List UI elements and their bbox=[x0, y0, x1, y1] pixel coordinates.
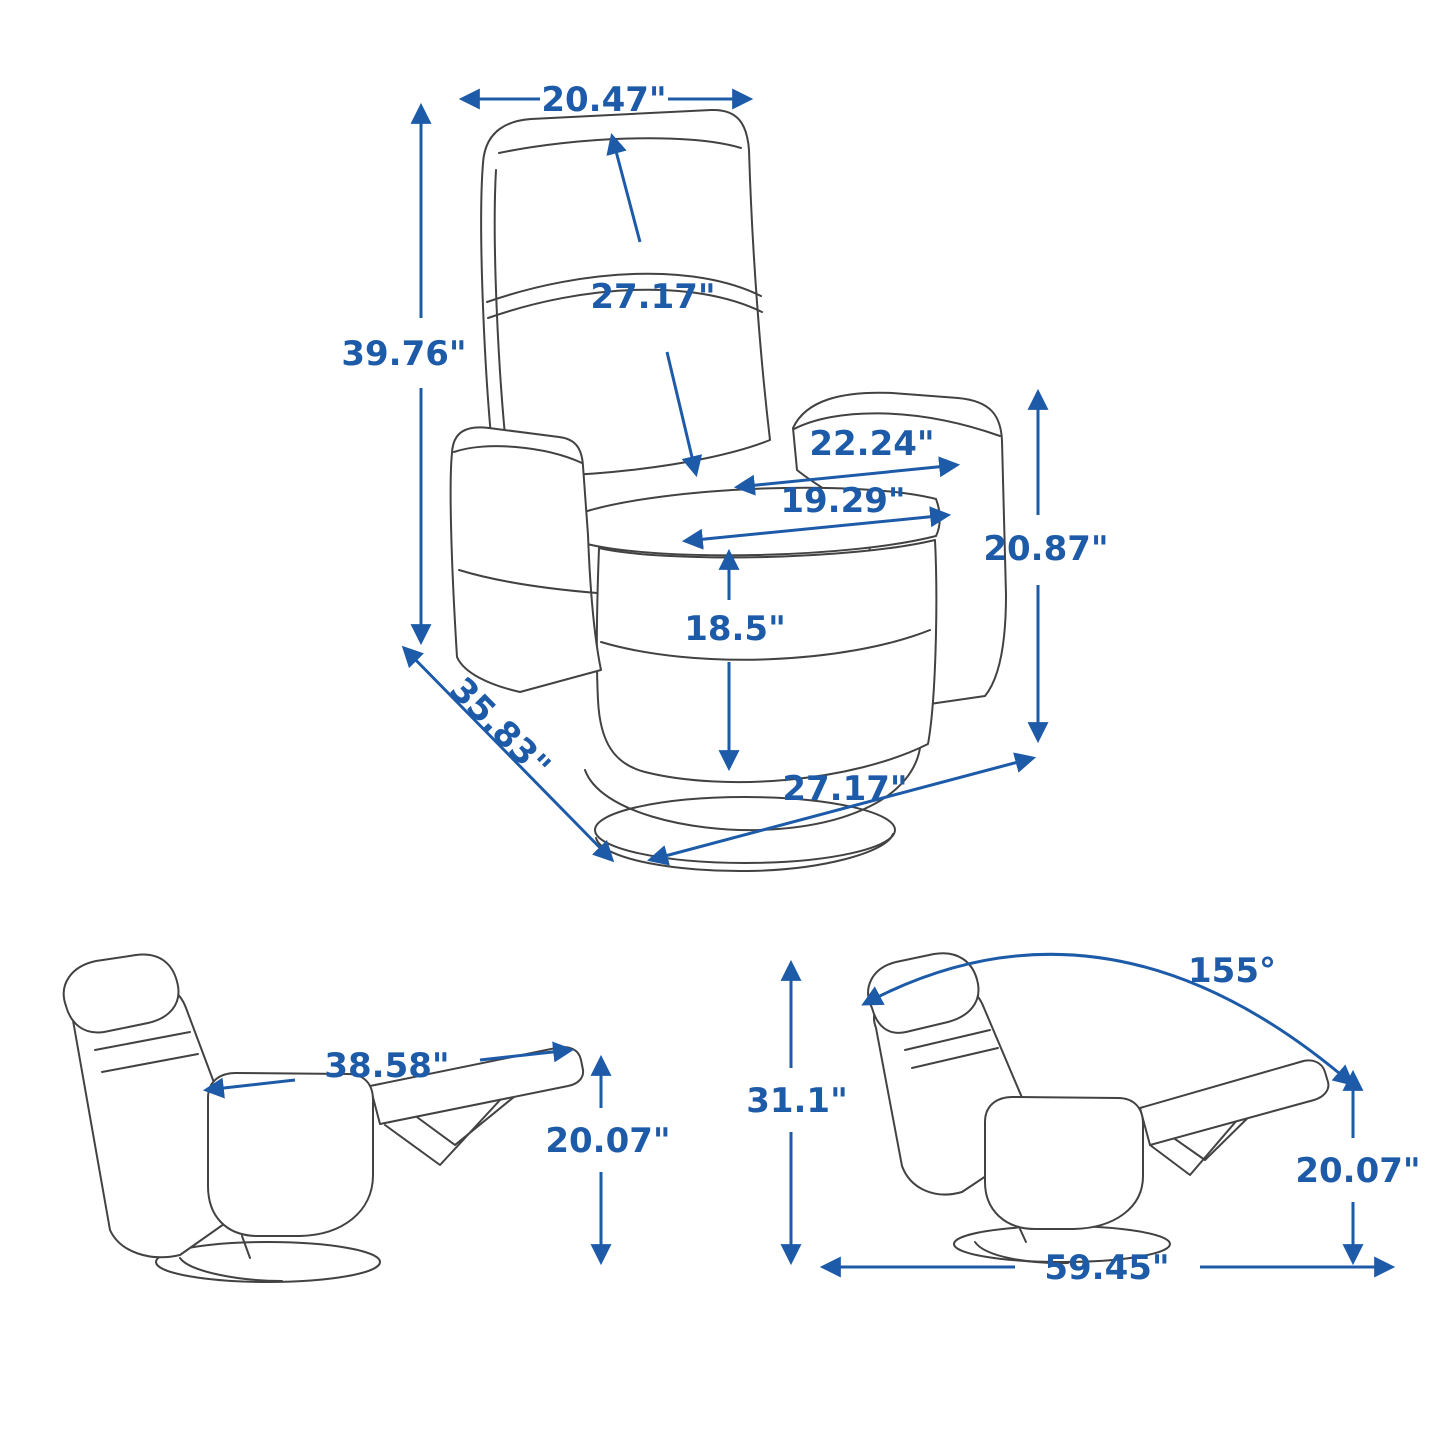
recline-armrest bbox=[984, 1096, 1144, 1230]
dim-arm-height: 20.87" bbox=[983, 529, 1108, 569]
right-arm-top-seam bbox=[793, 412, 1001, 437]
dim-footrest-height: 20.07" bbox=[1295, 1151, 1420, 1191]
front-panel-seam bbox=[600, 629, 931, 661]
swivel-base-thickness bbox=[595, 833, 894, 873]
dim-reclined-back-height: 31.1" bbox=[746, 1081, 848, 1121]
dim-reclined-length: 38.58" bbox=[324, 1046, 449, 1086]
side-linkage-2 bbox=[409, 1091, 521, 1146]
backrest-top-seam bbox=[498, 137, 742, 154]
dim-recline-angle: 155° bbox=[1188, 951, 1276, 991]
dim-backrest-length: 27.17" bbox=[590, 277, 715, 317]
side-backrest-seam-2 bbox=[101, 1053, 199, 1073]
headrest-seam-2 bbox=[487, 288, 763, 319]
front-panel bbox=[595, 539, 938, 784]
side-base-thickness bbox=[179, 1257, 283, 1282]
dim-seat-depth-diagonal: 22.24" bbox=[809, 424, 934, 464]
backrest-outline bbox=[480, 108, 771, 478]
dim-reclined-seat-height: 20.07" bbox=[545, 1121, 670, 1161]
dim-overall-width: 27.17" bbox=[782, 769, 907, 809]
recline-pedestal bbox=[1019, 1228, 1027, 1243]
side-linkage-1 bbox=[384, 1099, 501, 1166]
recliner-side-reclined-view bbox=[62, 953, 585, 1283]
left-arm-outline bbox=[449, 426, 602, 693]
recliner-full-recline-view bbox=[867, 952, 1330, 1265]
recline-base-thickness bbox=[974, 1241, 1069, 1265]
side-headrest bbox=[62, 953, 180, 1034]
side-pedestal bbox=[241, 1235, 251, 1259]
left-arm-pocket-seam bbox=[458, 569, 598, 594]
side-armrest bbox=[207, 1072, 374, 1237]
dim-top-width: 20.47" bbox=[541, 80, 666, 120]
dim-full-recline-length: 59.45" bbox=[1044, 1248, 1169, 1288]
dim-seat-width: 19.29" bbox=[780, 481, 905, 521]
side-backrest-seam-1 bbox=[94, 1031, 191, 1051]
dim-overall-height: 39.76" bbox=[341, 334, 466, 374]
dim-seat-height: 18.5" bbox=[684, 609, 786, 649]
side-base-plate bbox=[155, 1241, 381, 1283]
recline-linkage-1 bbox=[1149, 1104, 1251, 1176]
headrest-seam-1 bbox=[486, 272, 762, 303]
left-arm-top-seam bbox=[453, 445, 583, 464]
